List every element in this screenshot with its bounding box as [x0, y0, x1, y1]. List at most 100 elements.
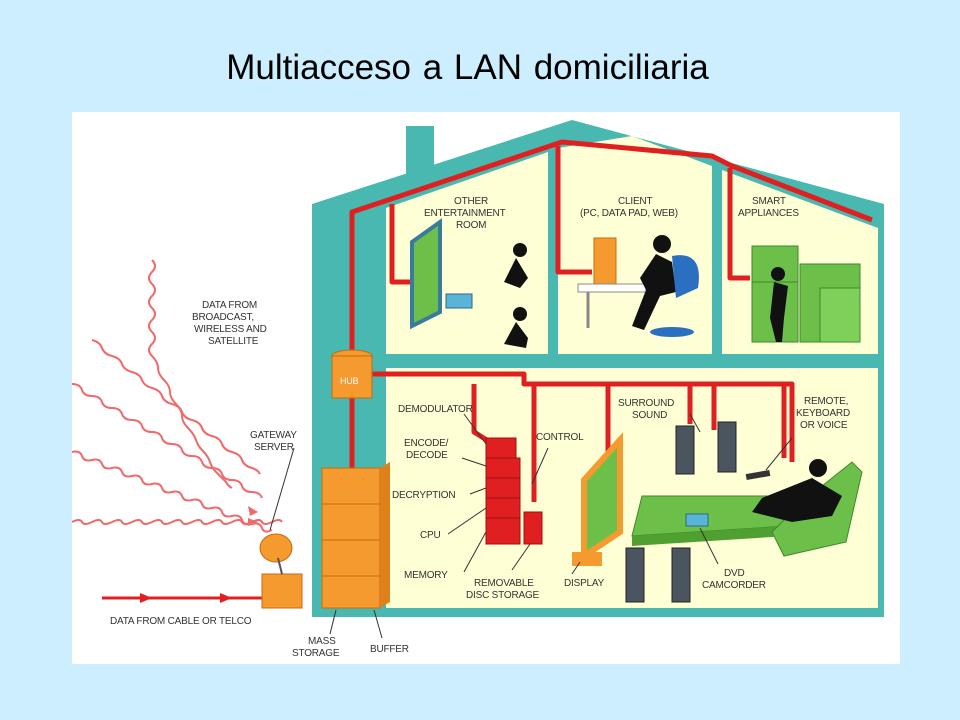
- leader-line: [269, 447, 295, 531]
- home-lan-diagram: HUB: [72, 120, 884, 659]
- cable-other-room: [389, 204, 416, 285]
- slide-title: Multiacceso a LAN domiciliaria: [226, 48, 709, 87]
- display-screen: [581, 432, 623, 562]
- table-front: [632, 526, 788, 546]
- player-body: [504, 322, 528, 348]
- label-other-1: OTHER: [454, 196, 488, 207]
- label-surround-2: SOUND: [632, 410, 667, 421]
- label-other-3: ROOM: [456, 220, 486, 231]
- user-body: [632, 254, 676, 330]
- appliance-user-head: [771, 267, 785, 281]
- label-broadcast-4: SATELLITE: [208, 336, 259, 347]
- leader-line: [689, 413, 701, 433]
- surround-speaker-left: [675, 425, 695, 475]
- leader-line: [373, 609, 383, 639]
- label-memory: MEMORY: [404, 570, 448, 581]
- label-broadcast-3: WIRELESS AND: [194, 324, 267, 335]
- label-other-2: ENTERTAINMENT: [424, 208, 506, 219]
- player-head: [513, 307, 527, 321]
- cable-arrowhead: [140, 593, 152, 603]
- game-console: [445, 293, 473, 309]
- label-dvd-2: CAMCORDER: [702, 580, 766, 591]
- removable-disc-storage: [523, 511, 543, 545]
- stack-demodulator: [485, 437, 517, 459]
- satellite-dish: [259, 533, 303, 609]
- label-control: CONTROL: [536, 432, 584, 443]
- client-content: [577, 235, 699, 337]
- label-cpu: CPU: [420, 530, 441, 541]
- stack-encode-decode: [485, 457, 521, 479]
- label-encode-1: ENCODE/: [404, 438, 449, 449]
- leader-line: [531, 447, 549, 485]
- label-broadcast-2: BROADCAST,: [192, 312, 254, 323]
- label-removable-1: REMOVABLE: [474, 578, 534, 589]
- hub-label: HUB: [340, 376, 359, 386]
- user-head: [653, 235, 671, 253]
- leader-lines: [269, 413, 793, 639]
- surround-speaker-right: [717, 421, 737, 473]
- label-smart-1: SMART: [752, 196, 786, 207]
- broadcast-waves: [72, 259, 283, 533]
- leader-line: [571, 561, 581, 575]
- label-mass-1: MASS: [308, 636, 336, 647]
- dish-bowl: [259, 533, 293, 563]
- wave-arrowhead: [248, 506, 258, 516]
- house: [312, 120, 884, 617]
- leader-line: [469, 487, 487, 495]
- label-dvd-1: DVD: [724, 568, 745, 579]
- label-demodulator: DEMODULATOR: [398, 404, 473, 415]
- label-remote-3: OR VOICE: [800, 420, 848, 431]
- wave-arrowhead: [248, 518, 258, 526]
- player-body: [504, 258, 528, 288]
- leader-line: [463, 413, 487, 445]
- player-head: [513, 243, 527, 257]
- leader-line: [511, 543, 531, 571]
- dish-stem: [277, 557, 283, 575]
- server-tower: [321, 467, 381, 609]
- hub: HUB: [331, 349, 373, 399]
- office-chair: [672, 255, 699, 298]
- label-client-2: (PC, DATA PAD, WEB): [580, 208, 678, 219]
- entertainment-content: [410, 218, 528, 348]
- cable-main-vertical: [349, 139, 873, 462]
- label-mass-2: STORAGE: [292, 648, 340, 659]
- label-cable: DATA FROM CABLE OR TELCO: [110, 616, 252, 627]
- server-side: [380, 462, 390, 608]
- cable-arrowhead: [220, 593, 232, 603]
- living-room-equipment: [485, 421, 863, 603]
- gateway-box: [261, 573, 303, 609]
- wave-5: [72, 519, 283, 525]
- label-encode-2: DECODE: [406, 450, 448, 461]
- label-buffer: BUFFER: [370, 644, 409, 655]
- display-stand: [572, 552, 602, 566]
- floor-speaker-right: [671, 547, 691, 603]
- label-surround-1: SURROUND: [618, 398, 674, 409]
- diagram-labels: OTHER ENTERTAINMENT ROOM CLIENT (PC, DAT…: [110, 196, 850, 659]
- label-remote-1: REMOTE,: [804, 396, 848, 407]
- cable-lower-room: [352, 371, 795, 462]
- leader-line: [699, 527, 719, 565]
- label-broadcast-1: DATA FROM: [202, 300, 257, 311]
- tv-screen: [410, 218, 442, 330]
- wave-4: [72, 450, 273, 533]
- stack-memory: [485, 517, 521, 545]
- label-display: DISPLAY: [564, 578, 605, 589]
- chair-base: [650, 327, 694, 337]
- stack-decryption: [485, 477, 521, 499]
- gateway-server: [321, 462, 390, 609]
- remote-control: [745, 469, 771, 481]
- appliance-user-body: [770, 282, 788, 342]
- leader-line: [329, 609, 337, 635]
- wave-2: [91, 339, 261, 475]
- floor-speaker-left: [625, 547, 645, 603]
- label-client-1: CLIENT: [618, 196, 652, 207]
- appliance-washer: [819, 287, 861, 343]
- label-gateway-1: GATEWAY: [250, 430, 297, 441]
- wave-1: [148, 259, 233, 489]
- label-gateway-2: SERVER: [254, 442, 294, 453]
- computer-monitor: [593, 237, 617, 285]
- viewer-body: [752, 478, 842, 522]
- label-remote-2: KEYBOARD: [796, 408, 850, 419]
- diagram-panel: HUB: [72, 112, 900, 664]
- leader-line: [447, 507, 487, 535]
